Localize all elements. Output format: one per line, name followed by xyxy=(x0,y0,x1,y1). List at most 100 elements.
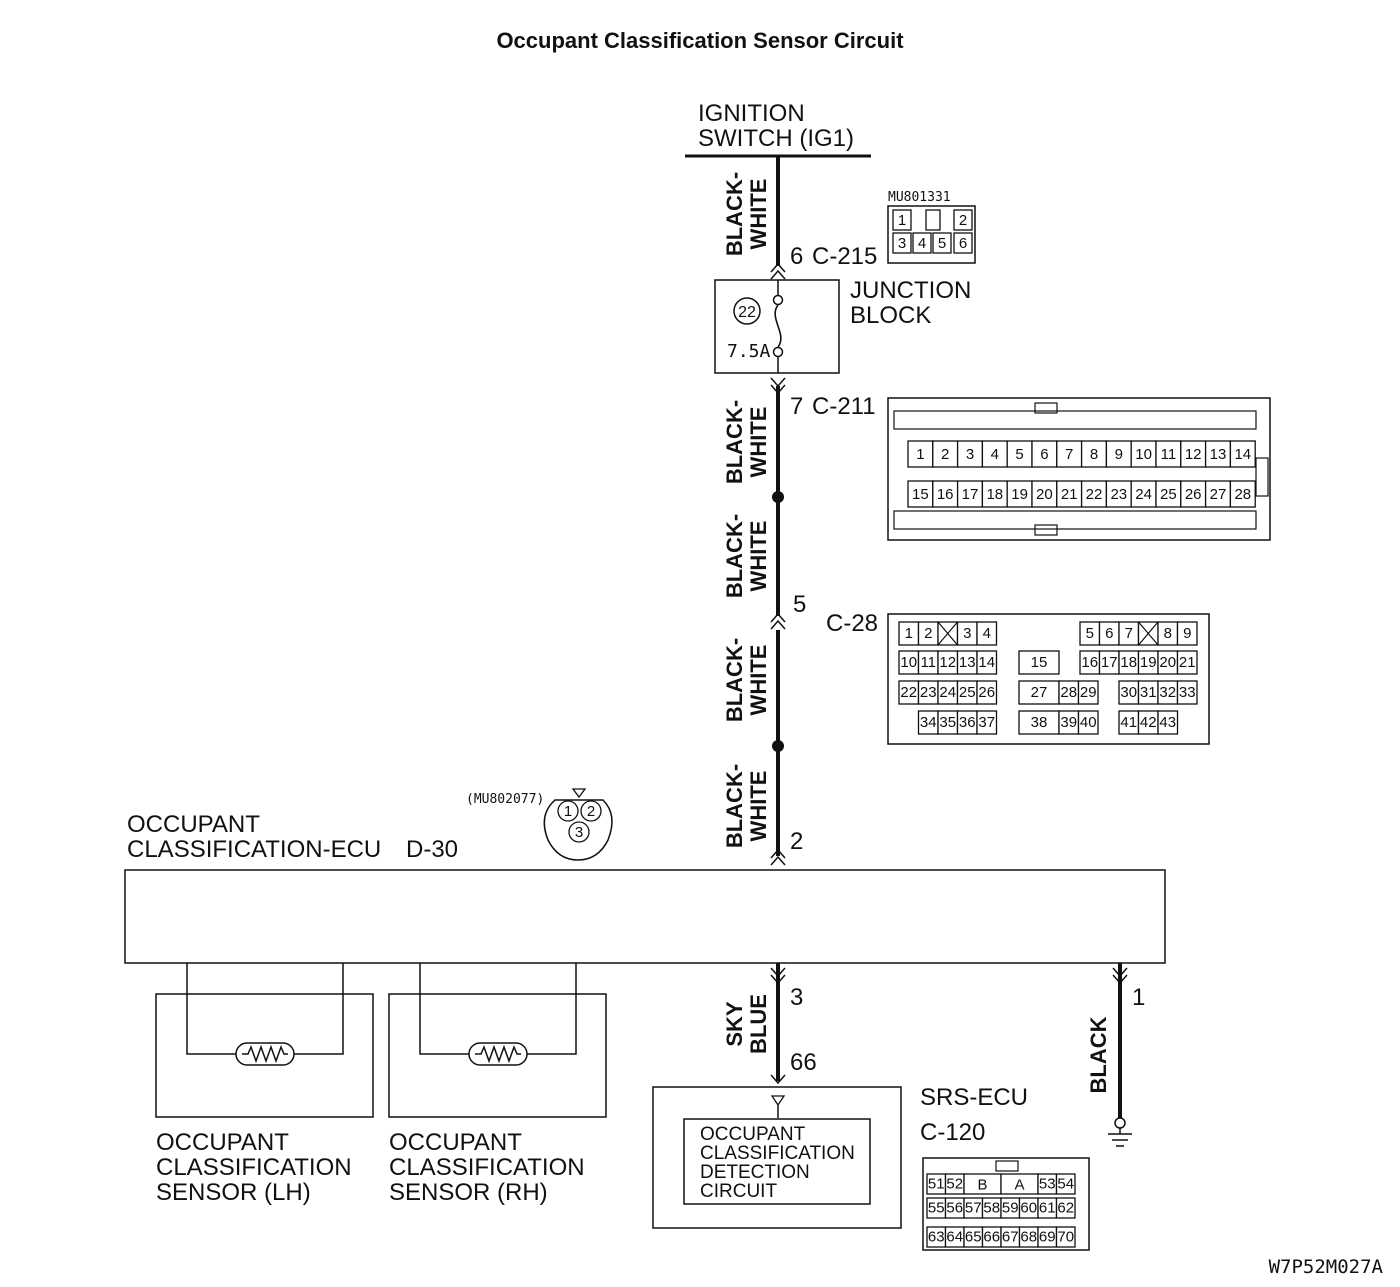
c28-pin-36-label: 36 xyxy=(959,714,976,731)
splice-point-2 xyxy=(772,740,784,752)
c211-pin-15-cell xyxy=(907,480,934,508)
c211-pin-16-cell xyxy=(932,480,959,508)
wire-color-label-5: BLACK- WHITE xyxy=(722,764,771,848)
c28-pin-34-label: 34 xyxy=(920,714,937,731)
c28-pin-10-label: 10 xyxy=(900,654,917,671)
c215-connector-name: C-215 xyxy=(812,243,877,270)
svg-text:BLACK-: BLACK- xyxy=(722,172,747,256)
c211-pin-23-label: 23 xyxy=(1110,486,1127,503)
splice-point-1 xyxy=(772,491,784,503)
c120-pin-64-label: 64 xyxy=(946,1229,963,1246)
c28-pin-6-label: 6 xyxy=(1105,625,1113,642)
svg-text:1: 1 xyxy=(898,212,906,229)
sensor-lh-resistor-icon xyxy=(235,1042,295,1066)
wire-color-label-black: BLACK xyxy=(1086,1016,1111,1093)
c28-pin-43-cell xyxy=(1157,710,1179,735)
c120-pin-51-label: 51 xyxy=(928,1176,945,1193)
c28-pin-blank-blank-cross xyxy=(1138,621,1159,646)
c120-pin-69-label: 69 xyxy=(1039,1229,1056,1246)
c211-pin-18-cell xyxy=(981,480,1008,508)
c28-pin-20-label: 20 xyxy=(1159,654,1176,671)
c211-pin-1-cell xyxy=(907,440,934,468)
c211-pin-12-label: 12 xyxy=(1185,446,1202,463)
c28-pin-35-label: 35 xyxy=(939,714,956,731)
c211-pin-22-cell xyxy=(1080,480,1108,508)
sensor-rh-label-line1: OCCUPANT xyxy=(389,1129,522,1156)
c28-pin-4-label: 4 xyxy=(983,625,991,642)
c211-pin-23-cell xyxy=(1105,480,1132,508)
connector-chevron-d30-pin3 xyxy=(770,967,786,985)
c28-pin-38-label: 38 xyxy=(1031,714,1048,731)
c28-pin-29-label: 29 xyxy=(1080,684,1097,701)
svg-text:2: 2 xyxy=(959,212,967,229)
c211-pin-24-label: 24 xyxy=(1135,486,1152,503)
c211-pin-20-label: 20 xyxy=(1036,486,1053,503)
c211-pin-12-cell xyxy=(1180,440,1207,468)
c28-pin-3-label: 3 xyxy=(963,625,971,642)
c120-pin-59-label: 59 xyxy=(1002,1200,1019,1217)
svg-text:BLUE: BLUE xyxy=(746,994,771,1054)
junction-block-label-line1: JUNCTION xyxy=(850,277,971,304)
c211-pin-6-label: 6 xyxy=(1040,446,1048,463)
svg-text:BLACK-: BLACK- xyxy=(722,638,747,722)
connector-chevron-d30-pin2 xyxy=(770,848,786,866)
c28-pin-14-cell xyxy=(976,650,998,675)
c211-pin-10-cell xyxy=(1130,440,1157,468)
c28-pin-42-label: 42 xyxy=(1140,714,1157,731)
svg-text:BLACK-: BLACK- xyxy=(722,764,747,848)
c28-pin-31-label: 31 xyxy=(1140,684,1157,701)
c211-pin-26-cell xyxy=(1180,480,1207,508)
wire-color-label-2: BLACK- WHITE xyxy=(722,400,771,484)
sensor-rh-box xyxy=(388,993,607,1118)
c120-pin-70-cell xyxy=(1055,1226,1076,1248)
c120-pin-52-label: 52 xyxy=(946,1176,963,1193)
svg-text:BLACK: BLACK xyxy=(1086,1016,1111,1093)
svg-text:3: 3 xyxy=(898,235,906,252)
c211-pin-19-label: 19 xyxy=(1011,486,1028,503)
c28-pin-blank-blank-cross xyxy=(937,621,958,646)
junction-block-label-line2: BLOCK xyxy=(850,302,931,329)
c211-pin-8-cell xyxy=(1080,440,1108,468)
connector-chevron-c28 xyxy=(770,612,786,630)
c120-pin-B-label: B xyxy=(977,1176,987,1193)
sensor-rh-wire-left xyxy=(419,963,469,1055)
svg-text:BLACK-: BLACK- xyxy=(722,514,747,598)
sensor-lh-wire-left xyxy=(186,963,236,1055)
detection-circuit-line3: DETECTION xyxy=(700,1162,810,1183)
d30-pin1-number: 1 xyxy=(1132,984,1145,1011)
wire-color-label-1: BLACK- WHITE xyxy=(722,172,771,256)
svg-text:4: 4 xyxy=(918,235,926,252)
sensor-rh-resistor-icon xyxy=(468,1042,528,1066)
c211-pin-17-label: 17 xyxy=(962,486,979,503)
c28-pin-15-cell xyxy=(1018,650,1060,675)
c211-pin-8-label: 8 xyxy=(1090,446,1098,463)
c28-pin-18-label: 18 xyxy=(1120,654,1137,671)
svg-text:WHITE: WHITE xyxy=(746,179,771,250)
c211-pin-7-cell xyxy=(1056,440,1083,468)
c211-pin-21-label: 21 xyxy=(1061,486,1078,503)
c28-pin-21-label: 21 xyxy=(1179,654,1196,671)
d30-pin3-number: 3 xyxy=(790,984,803,1011)
c215-connector-face xyxy=(887,205,976,264)
wire-color-label-skyblue: SKY BLUE xyxy=(722,994,771,1054)
c211-pin-15-label: 15 xyxy=(912,486,929,503)
c211-pin-28-label: 28 xyxy=(1234,486,1251,503)
c120-pin-A-label: A xyxy=(1014,1176,1024,1193)
c28-pin-25-label: 25 xyxy=(959,684,976,701)
c28-pin-33-cell xyxy=(1176,680,1198,705)
c211-pin-3-cell xyxy=(956,440,984,468)
c211-pin-14-label: 14 xyxy=(1234,446,1251,463)
svg-text:SKY: SKY xyxy=(722,1001,747,1047)
c211-pin-16-label: 16 xyxy=(937,486,954,503)
c28-pin-19-label: 19 xyxy=(1140,654,1157,671)
c28-pin-40-cell xyxy=(1077,710,1099,735)
c28-pin-26-cell xyxy=(976,680,998,705)
detection-circuit-line1: OCCUPANT xyxy=(700,1124,806,1145)
c28-pin-30-label: 30 xyxy=(1120,684,1137,701)
c211-pin-24-cell xyxy=(1130,480,1157,508)
fuse-number: 22 xyxy=(738,304,756,321)
wire-color-label-3: BLACK- WHITE xyxy=(722,514,771,598)
d30-connector-face: 1 2 3 xyxy=(543,788,613,861)
c211-pin-5-cell xyxy=(1006,440,1033,468)
